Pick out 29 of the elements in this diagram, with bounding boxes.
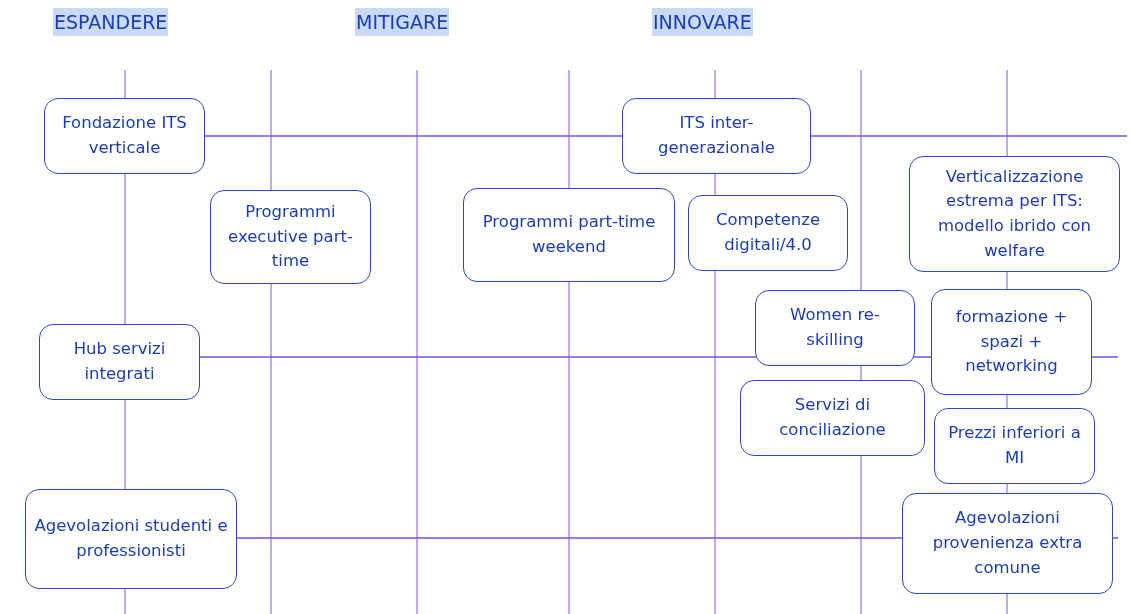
rounded-box — [44, 98, 205, 174]
box-text: Fondazione ITS verticale — [61, 112, 188, 159]
rounded-box — [755, 290, 915, 366]
box-text: Verticalizzazione estrema per ITS: modello ibrido con welfare — [936, 165, 1093, 262]
rounded-box — [25, 489, 237, 589]
box-text: ITS inter- generazionale — [657, 112, 776, 159]
box-text: Competenze digitali/4.0 — [714, 209, 822, 256]
column-heading: INNOVARE — [652, 8, 753, 36]
rounded-box — [688, 195, 848, 271]
box-text: Hub servizi integrati — [72, 338, 167, 385]
rounded-box — [39, 324, 200, 400]
box-text: Programmi executive part-time — [227, 200, 354, 273]
box-text: Agevolazioni studenti e professionisti — [33, 515, 229, 562]
box-text: Agevolazioni provenienza extra comune — [931, 507, 1084, 579]
rounded-box — [902, 493, 1113, 594]
box-text: formazione + spazi + networking — [954, 305, 1069, 378]
rounded-box — [210, 190, 371, 284]
rounded-box — [740, 380, 925, 456]
box-text: Women re-skilling — [789, 304, 881, 351]
rounded-box — [909, 156, 1120, 272]
column-heading: ESPANDERE — [53, 8, 169, 36]
rounded-box — [934, 408, 1095, 484]
column-heading: MITIGARE — [355, 8, 450, 36]
box-text: Servizi di conciliazione — [778, 394, 887, 441]
rounded-box — [622, 98, 811, 174]
box-text: Prezzi inferiori a MI — [947, 422, 1082, 469]
rounded-box — [463, 188, 675, 282]
rounded-box — [931, 289, 1092, 395]
box-text: Programmi part-time weekend — [481, 211, 657, 258]
